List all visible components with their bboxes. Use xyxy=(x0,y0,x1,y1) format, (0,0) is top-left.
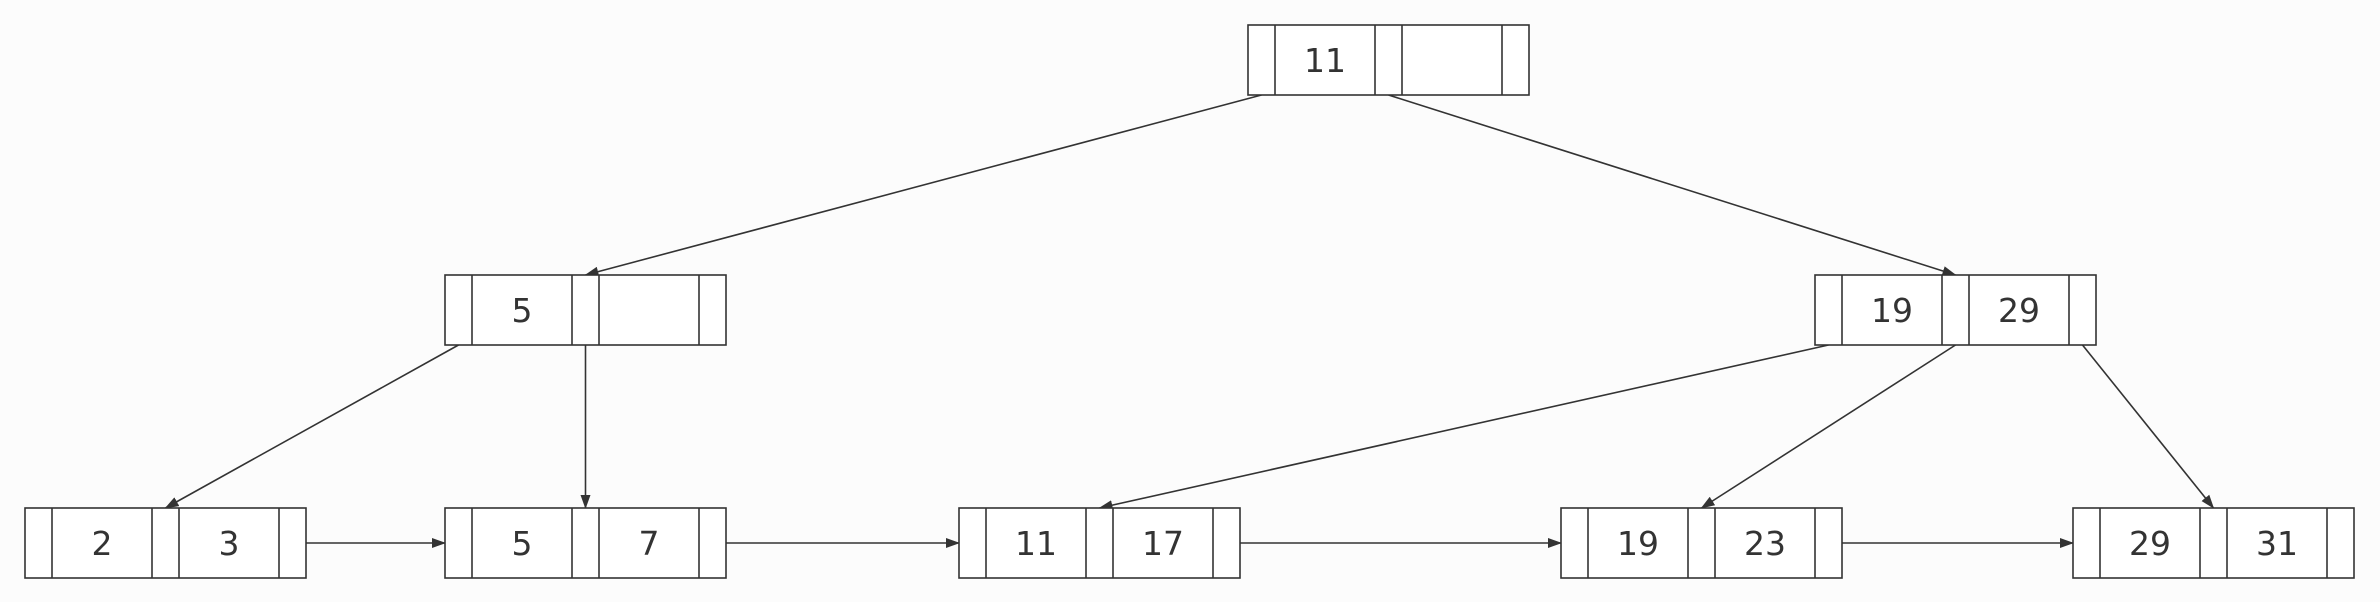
tree-edges xyxy=(164,94,2215,511)
node-box xyxy=(444,507,727,579)
node-box xyxy=(24,507,307,579)
tree-node-leaf-5: 29 31 xyxy=(2072,507,2355,579)
node-key: 23 xyxy=(1744,524,1786,563)
tree-edge xyxy=(2081,344,2215,509)
node-key: 19 xyxy=(1871,291,1913,330)
node-box xyxy=(444,274,727,346)
node-key: 7 xyxy=(639,524,660,563)
tree-edge xyxy=(1700,344,1956,509)
node-box xyxy=(1247,24,1530,96)
tree-node-inner-left: 5 xyxy=(444,274,727,346)
node-key: 5 xyxy=(512,524,533,563)
node-key: 29 xyxy=(2129,524,2171,563)
node-key: 31 xyxy=(2256,524,2298,563)
node-key: 29 xyxy=(1998,291,2040,330)
node-box xyxy=(958,507,1241,579)
node-box xyxy=(1814,274,2097,346)
node-box xyxy=(2072,507,2355,579)
node-key: 5 xyxy=(512,291,533,330)
node-key: 11 xyxy=(1015,524,1057,563)
node-key: 19 xyxy=(1617,524,1659,563)
tree-node-leaf-3: 11 17 xyxy=(958,507,1241,579)
tree-node-root: 11 xyxy=(1247,24,1530,96)
node-key: 2 xyxy=(92,524,113,563)
node-key: 11 xyxy=(1304,41,1346,80)
tree-edge xyxy=(1388,94,1957,276)
node-key: 17 xyxy=(1142,524,1184,563)
tree-edge xyxy=(584,94,1262,277)
tree-edge xyxy=(164,344,459,509)
node-box xyxy=(1560,507,1843,579)
node-key: 3 xyxy=(219,524,240,563)
tree-edge xyxy=(1098,344,1829,511)
